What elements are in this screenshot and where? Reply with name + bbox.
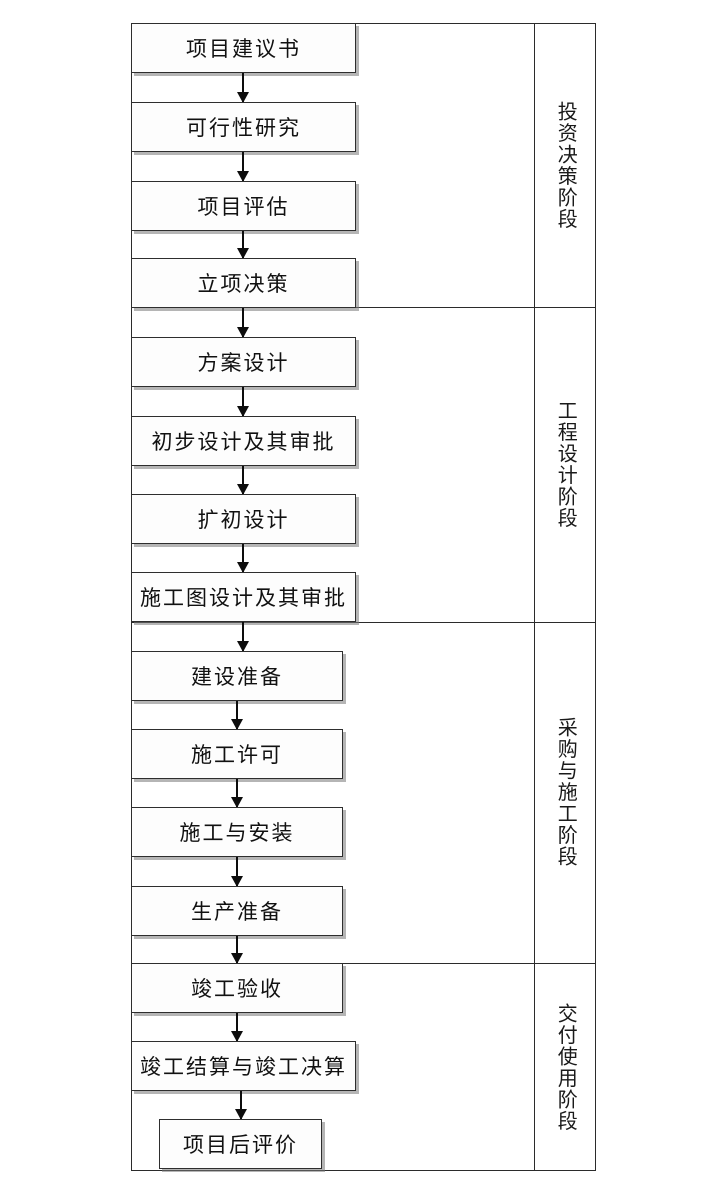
process-node-project-approval-decision[interactable]: 立项决策 bbox=[131, 258, 356, 308]
node-label: 项目建议书 bbox=[186, 37, 301, 61]
process-node-construction-drawing-design-approval[interactable]: 施工图设计及其审批 bbox=[131, 572, 356, 622]
connector-n10-n11 bbox=[230, 779, 243, 808]
phase-divider-3 bbox=[131, 963, 596, 964]
node-label: 竣工结算与竣工决算 bbox=[140, 1055, 347, 1079]
node-label: 可行性研究 bbox=[186, 116, 301, 140]
process-node-preliminary-design-approval[interactable]: 初步设计及其审批 bbox=[131, 416, 356, 466]
connector-n6-n7 bbox=[236, 466, 249, 495]
phase-column-divider bbox=[534, 23, 535, 1171]
connector-n7-n8 bbox=[236, 544, 249, 573]
process-node-scheme-design[interactable]: 方案设计 bbox=[131, 337, 356, 387]
process-node-production-preparation[interactable]: 生产准备 bbox=[131, 886, 343, 936]
phase-divider-2 bbox=[131, 622, 596, 623]
node-label: 施工图设计及其审批 bbox=[140, 586, 347, 610]
node-label: 项目评估 bbox=[197, 195, 290, 219]
node-label: 施工许可 bbox=[191, 743, 283, 767]
process-node-construction-preparation[interactable]: 建设准备 bbox=[131, 651, 343, 701]
connector-n14-n15 bbox=[234, 1091, 247, 1120]
connector-n2-n3 bbox=[236, 152, 249, 182]
node-label: 扩初设计 bbox=[197, 508, 290, 532]
node-label: 立项决策 bbox=[197, 272, 290, 296]
connector-n3-n4 bbox=[236, 231, 249, 259]
connector-n4-n5 bbox=[236, 308, 249, 338]
process-node-completion-acceptance[interactable]: 竣工验收 bbox=[131, 963, 343, 1013]
process-node-feasibility-study[interactable]: 可行性研究 bbox=[131, 102, 356, 152]
connector-n8-n9 bbox=[236, 622, 249, 652]
node-label: 初步设计及其审批 bbox=[151, 430, 336, 454]
node-label: 竣工验收 bbox=[191, 977, 283, 1001]
connector-n5-n6 bbox=[236, 387, 249, 417]
process-node-final-settlement-and-accounts[interactable]: 竣工结算与竣工决算 bbox=[131, 1041, 356, 1091]
process-node-construction-and-installation[interactable]: 施工与安装 bbox=[131, 807, 343, 857]
connector-n13-n14 bbox=[230, 1013, 243, 1042]
process-node-project-appraisal[interactable]: 项目评估 bbox=[131, 181, 356, 231]
process-node-extended-preliminary-design[interactable]: 扩初设计 bbox=[131, 494, 356, 544]
node-label: 方案设计 bbox=[197, 351, 290, 375]
node-label: 建设准备 bbox=[191, 665, 283, 689]
phase-divider-1 bbox=[131, 307, 596, 308]
process-node-construction-permit[interactable]: 施工许可 bbox=[131, 729, 343, 779]
connector-n12-n13 bbox=[230, 936, 243, 964]
node-label: 项目后评价 bbox=[183, 1133, 298, 1157]
process-node-project-proposal[interactable]: 项目建议书 bbox=[131, 23, 356, 73]
process-node-post-project-evaluation[interactable]: 项目后评价 bbox=[159, 1119, 322, 1169]
node-label: 施工与安装 bbox=[179, 821, 295, 845]
node-label: 生产准备 bbox=[191, 900, 283, 924]
connector-n1-n2 bbox=[236, 73, 249, 103]
connector-n9-n10 bbox=[230, 701, 243, 730]
connector-n11-n12 bbox=[230, 857, 243, 887]
